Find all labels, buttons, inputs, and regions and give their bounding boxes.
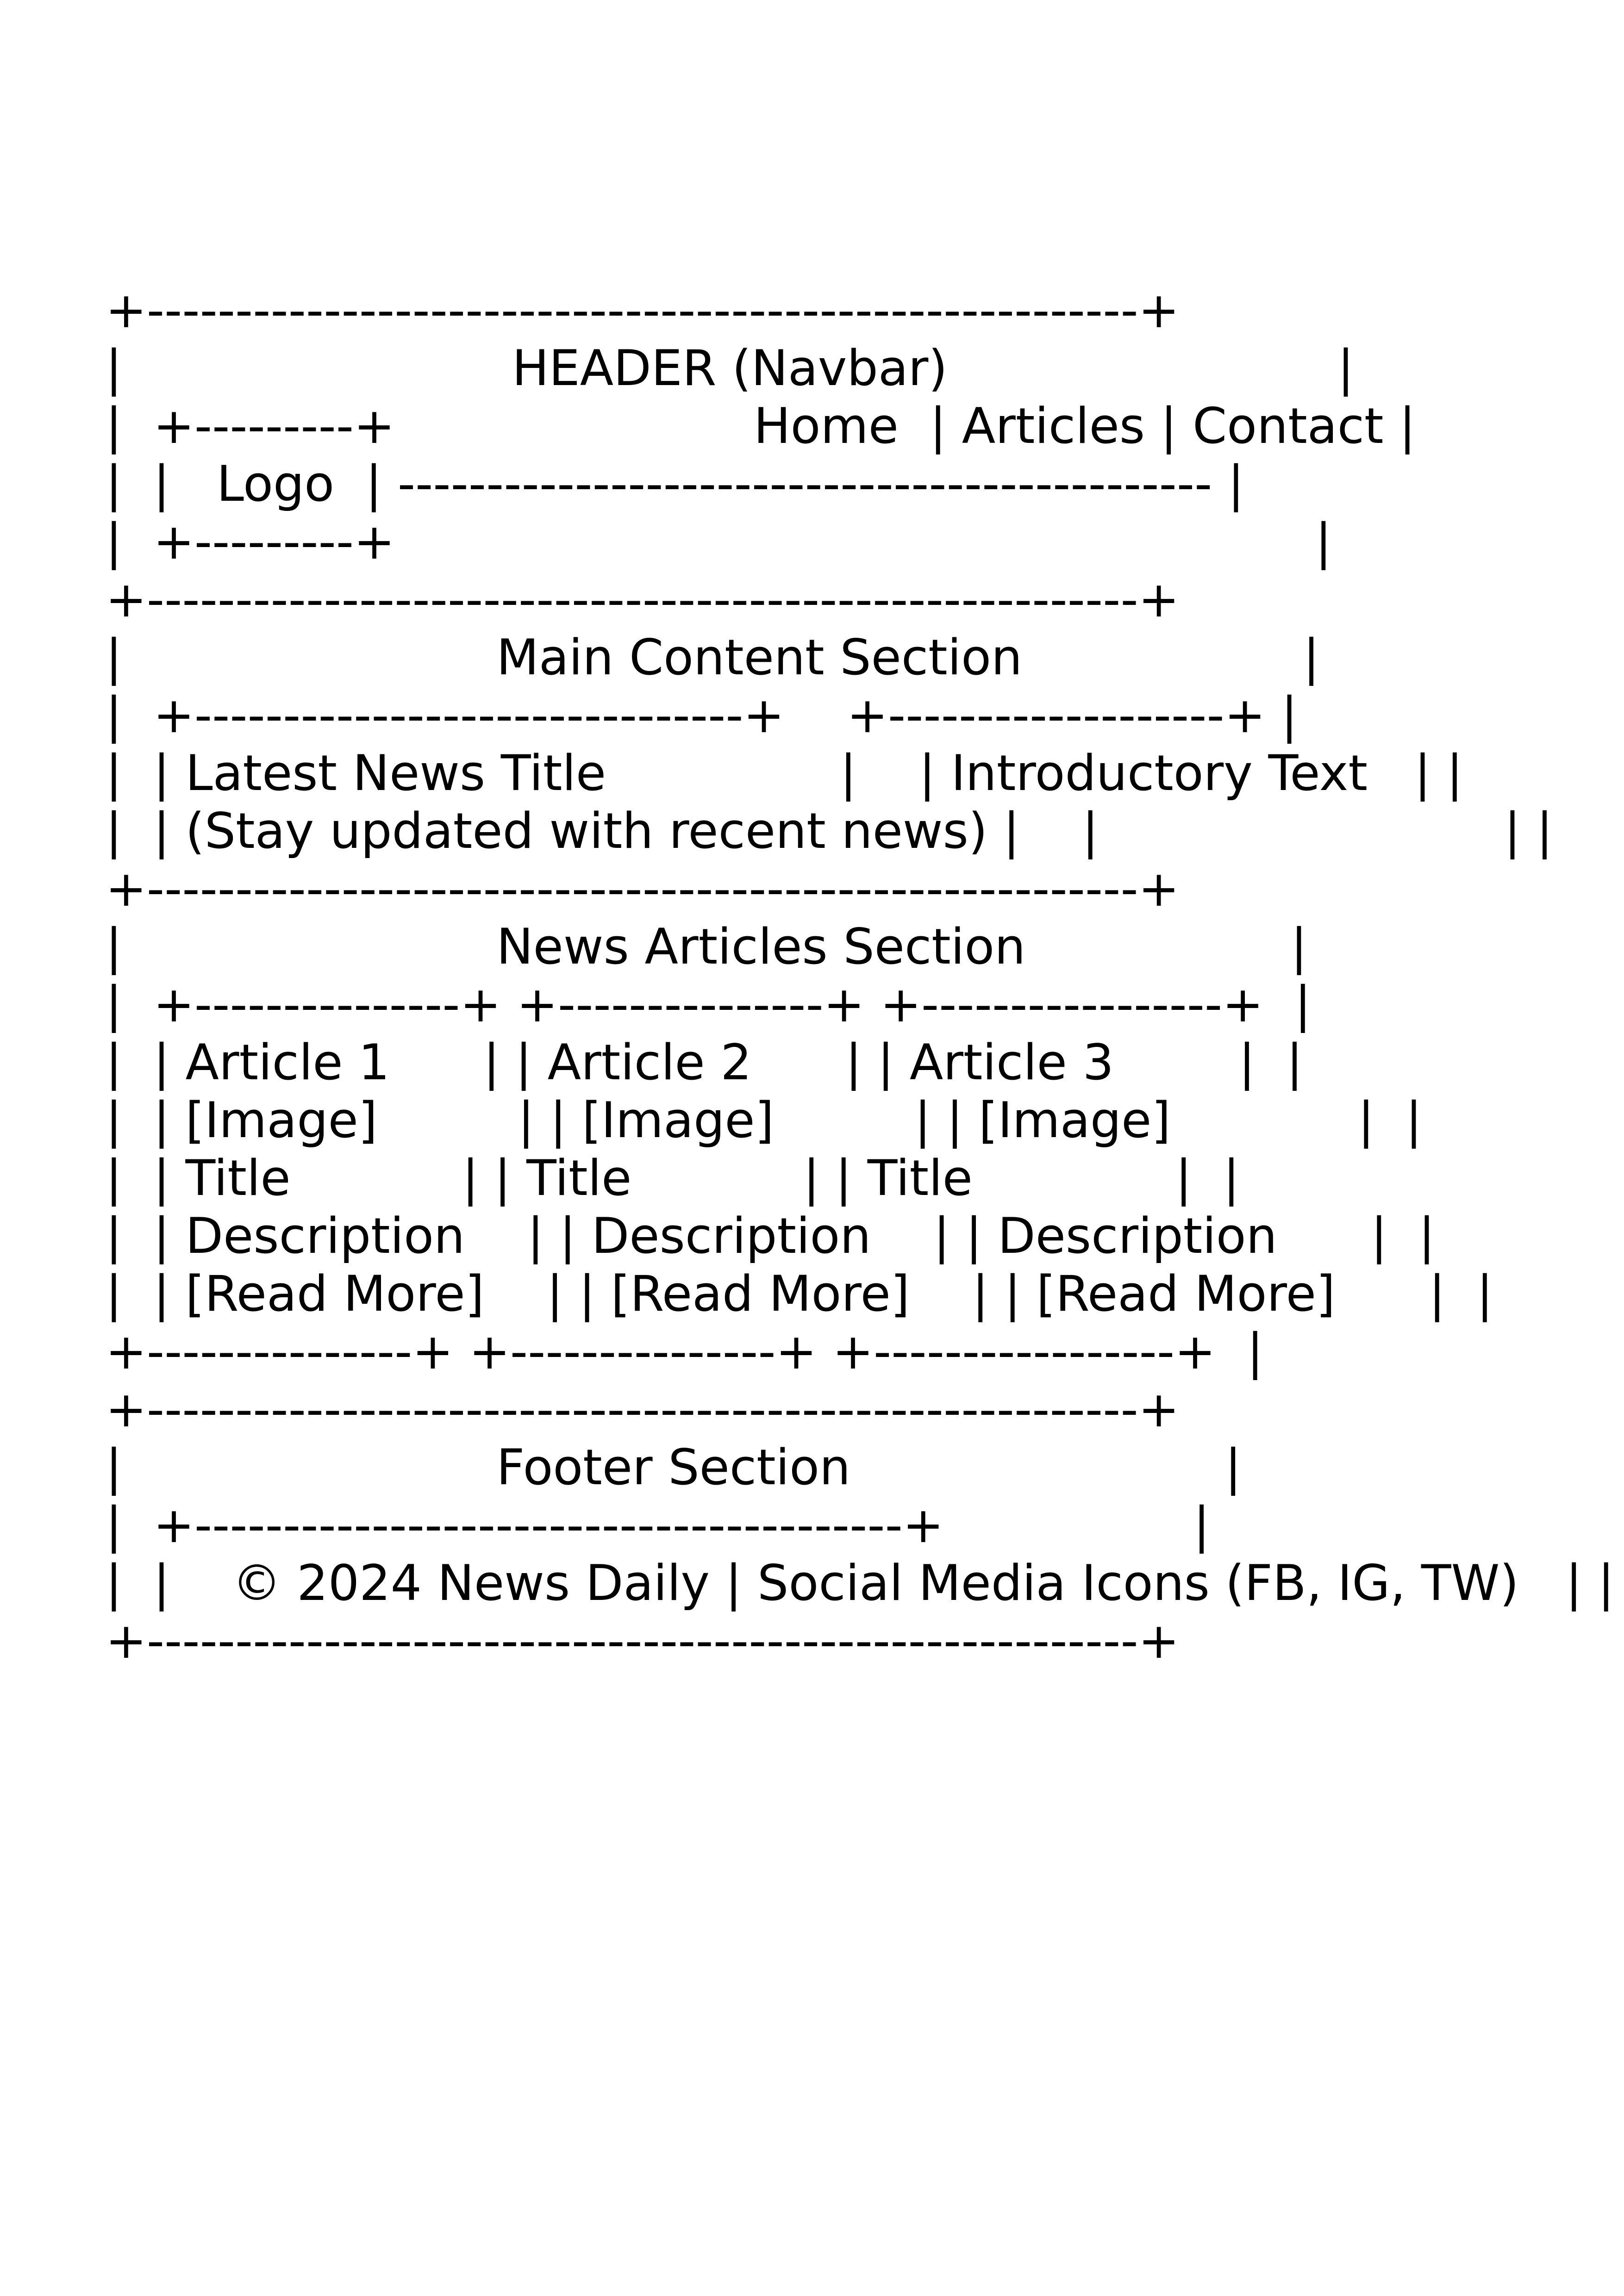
header-top-border: +---------------------------------------… [106, 282, 1180, 339]
header-title-line: | HEADER (Navbar) | [106, 340, 1354, 397]
header-logo-bottom-line: | +---------+ | [106, 513, 1332, 571]
footer-copyright-line: | | © 2024 News Daily | Social Media Ico… [106, 1555, 1614, 1612]
articles-top-border: +---------------------------------------… [106, 860, 1180, 917]
footer-box-top-line: | +-------------------------------------… [106, 1497, 1210, 1554]
main-news-title-line: | | Latest News Title | | Introductory T… [106, 745, 1463, 802]
articles-titles-line: | | Title | | Title | | Title | | [106, 1150, 1240, 1207]
footer-title-line: | Footer Section | [106, 1439, 1242, 1496]
main-title-line: | Main Content Section | [106, 629, 1319, 686]
articles-cards-top-line: | +---------------+ +---------------+ +-… [106, 976, 1311, 1033]
header-nav-links-line: | +---------+ Home | Articles | Contact … [106, 398, 1416, 455]
main-boxes-top-line: | +-------------------------------+ +---… [106, 687, 1298, 744]
articles-names-line: | | Article 1 | | Article 2 | | Article … [106, 1034, 1303, 1091]
articles-descriptions-line: | | Description | | Description | | Desc… [106, 1207, 1435, 1265]
footer-bottom-border: +---------------------------------------… [106, 1612, 1180, 1669]
articles-title-line: | News Articles Section | [106, 918, 1307, 976]
articles-cards-bottom-line: +---------------+ +---------------+ +---… [106, 1323, 1263, 1381]
header-logo-line: | | Logo | -----------------------------… [106, 455, 1244, 513]
main-top-border: +---------------------------------------… [106, 571, 1180, 628]
articles-images-line: | | [Image] | | [Image] | | [Image] | | [106, 1092, 1422, 1149]
main-news-subtitle-line: | | (Stay updated with recent news) | | … [106, 803, 1553, 860]
articles-read-more-line: | | [Read More] | | [Read More] | | [Rea… [106, 1265, 1493, 1323]
footer-top-border: +---------------------------------------… [106, 1381, 1180, 1438]
